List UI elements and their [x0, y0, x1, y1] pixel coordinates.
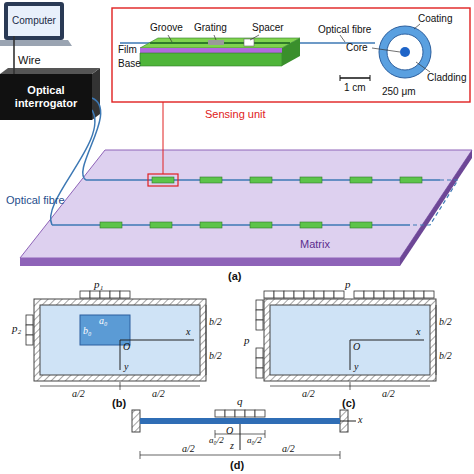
math-symbol: y: [124, 361, 128, 372]
wire: [13, 36, 15, 74]
math-symbol: p: [244, 334, 250, 346]
math-symbol: p₁: [94, 278, 103, 290]
part-label: Coating: [418, 13, 452, 24]
math-symbol: b/2: [439, 350, 452, 361]
computer-screen: Computer: [8, 6, 60, 36]
panel-label: (b): [112, 397, 126, 409]
node-text: Computer: [12, 15, 56, 27]
math-symbol: q: [237, 395, 243, 407]
math-symbol: O: [123, 341, 130, 352]
math-symbol: x: [358, 414, 362, 425]
part-label: Wire: [18, 54, 41, 66]
part-label: Optical fibre: [318, 24, 371, 35]
part-label: 1 cm: [344, 82, 366, 93]
math-symbol: a/2: [282, 443, 295, 454]
math-symbol: b/2: [209, 316, 222, 327]
math-symbol: y: [354, 361, 358, 372]
panel-label: (a): [228, 270, 241, 282]
math-symbol: O: [353, 341, 360, 352]
math-symbol: a/2: [382, 388, 395, 399]
math-symbol: b₀: [83, 325, 91, 336]
part-label: Spacer: [252, 22, 284, 33]
part-label: Film: [118, 44, 137, 55]
part-label: Sensing unit: [205, 108, 266, 120]
math-symbol: z: [230, 440, 234, 451]
part-label: Cladding: [427, 72, 466, 83]
math-symbol: a₀/2: [209, 436, 224, 446]
math-symbol: a/2: [302, 388, 315, 399]
interrogator-box: Optical interrogator: [0, 74, 92, 120]
panel-label: (d): [230, 459, 244, 471]
math-symbol: O: [226, 425, 233, 436]
math-symbol: a/2: [182, 443, 195, 454]
math-symbol: p: [345, 278, 351, 290]
math-symbol: p₂: [12, 322, 21, 334]
part-label: Groove: [150, 22, 183, 33]
math-symbol: a/2: [72, 388, 85, 399]
math-symbol: a₀: [99, 315, 107, 326]
node-text: Optical interrogator: [0, 84, 92, 109]
part-label: Matrix: [300, 238, 330, 250]
panel-label: (c): [342, 397, 355, 409]
math-symbol: a/2: [152, 388, 165, 399]
math-symbol: x: [416, 326, 420, 337]
part-label: 250 μm: [382, 86, 416, 97]
math-symbol: b/2: [209, 350, 222, 361]
part-label: Optical fibre: [6, 194, 65, 206]
part-label: Base: [118, 58, 141, 69]
math-symbol: b/2: [439, 316, 452, 327]
part-label: Core: [346, 42, 368, 53]
part-label: Grating: [194, 22, 227, 33]
math-symbol: x: [186, 326, 190, 337]
math-symbol: a₀/2: [247, 436, 262, 446]
